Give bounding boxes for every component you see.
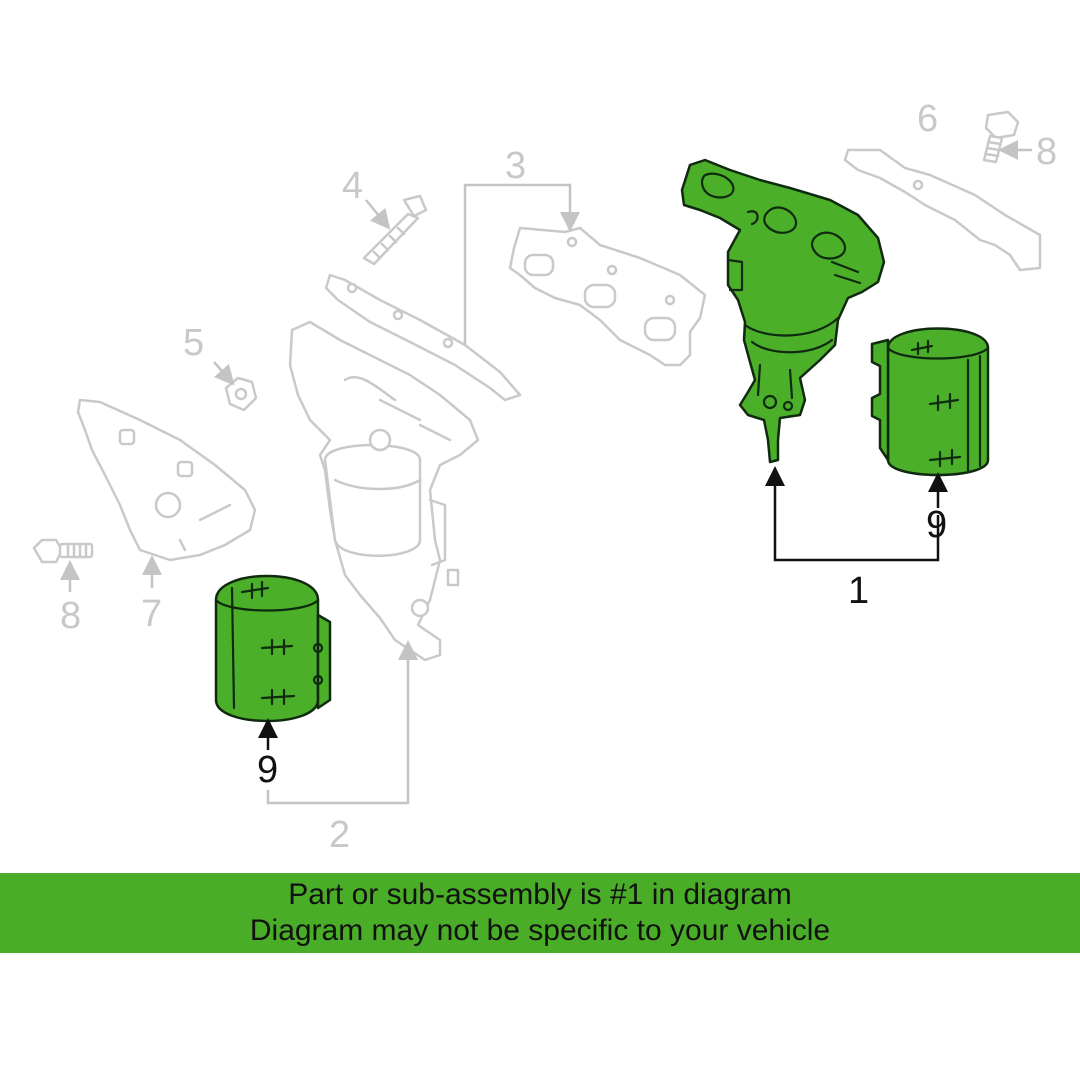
callout-6: 6 xyxy=(917,98,938,140)
callout-4: 4 xyxy=(342,165,363,207)
heat-shield-upper xyxy=(843,148,1042,272)
bolt-left xyxy=(32,538,94,592)
callout-9-left: 9 xyxy=(257,749,278,791)
heat-wrap-right[interactable] xyxy=(870,327,990,509)
parts-diagram: 1 2 3 4 5 6 7 8 8 9 9 xyxy=(32,98,1057,856)
nut xyxy=(213,361,258,412)
banner-line-1: Part or sub-assembly is #1 in diagram xyxy=(288,878,792,911)
bolt-right xyxy=(982,110,1032,164)
callout-7: 7 xyxy=(141,593,162,635)
heat-shield-lower xyxy=(76,398,257,588)
callout-9-right: 9 xyxy=(926,504,947,546)
callout-5: 5 xyxy=(183,322,204,364)
callout-8-left: 8 xyxy=(60,595,81,637)
manifold-converter-highlight[interactable] xyxy=(680,158,940,562)
manifold-gasket xyxy=(463,183,707,367)
callout-8-right: 8 xyxy=(1036,131,1057,173)
manifold-converter-ghost xyxy=(266,320,480,805)
heat-wrap-left[interactable] xyxy=(214,574,332,750)
callout-3: 3 xyxy=(505,145,526,187)
callout-2: 2 xyxy=(329,814,350,856)
info-banner: Part or sub-assembly is #1 in diagram Di… xyxy=(0,873,1080,953)
callout-1: 1 xyxy=(848,570,869,612)
stud-bolt xyxy=(362,194,428,266)
upper-gasket-strip xyxy=(324,273,522,402)
banner-line-2: Diagram may not be specific to your vehi… xyxy=(249,914,831,947)
